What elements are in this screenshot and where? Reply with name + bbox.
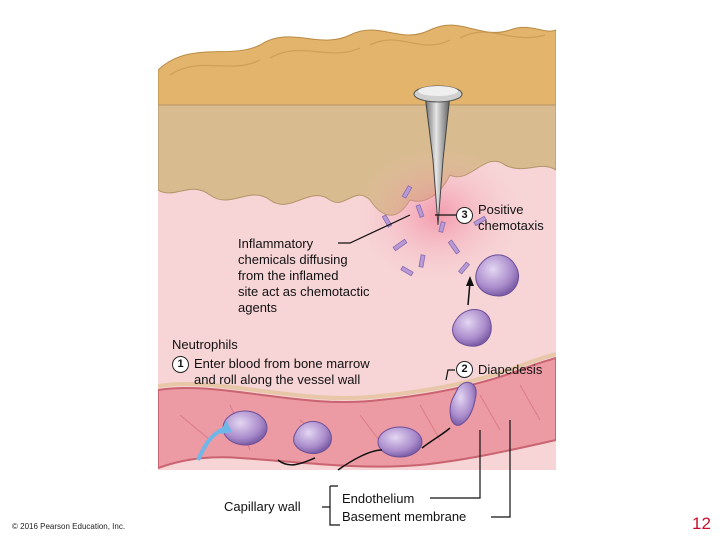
step-2-label: Diapedesis (478, 362, 543, 377)
step-1-badge: 1 (172, 356, 189, 373)
neutrophil-cells (222, 254, 520, 458)
epidermis-layer (158, 24, 556, 111)
copyright-notice: © 2016 Pearson Education, Inc. (12, 522, 126, 531)
page-number: 12 (692, 514, 711, 533)
leader-lines (322, 214, 511, 526)
basement-membrane-line (158, 352, 556, 401)
capillary-wall-label: Capillary wall (224, 499, 301, 514)
step-1-label: Enter blood from bone marrow and roll al… (194, 356, 370, 387)
basement-membrane-label: Basement membrane (342, 509, 467, 524)
entry-arrow (196, 426, 226, 461)
inflammatory-chemicals-label: Inflammatory chemicals diffusing from th… (238, 236, 370, 315)
epidermis-cells (169, 31, 546, 76)
endothelium-label: Endothelium (342, 491, 415, 506)
step-2-badge: 2 (456, 361, 473, 378)
nail (413, 85, 463, 226)
up-arrowhead (466, 276, 474, 286)
step-3-badge: 3 (456, 207, 473, 224)
step-3-label: Positive chemotaxis (478, 202, 544, 233)
neutrophils-label: Neutrophils (172, 337, 238, 352)
movement-arrows (277, 281, 471, 471)
chemical-molecules (381, 185, 487, 277)
entry-arrowhead (220, 420, 232, 434)
